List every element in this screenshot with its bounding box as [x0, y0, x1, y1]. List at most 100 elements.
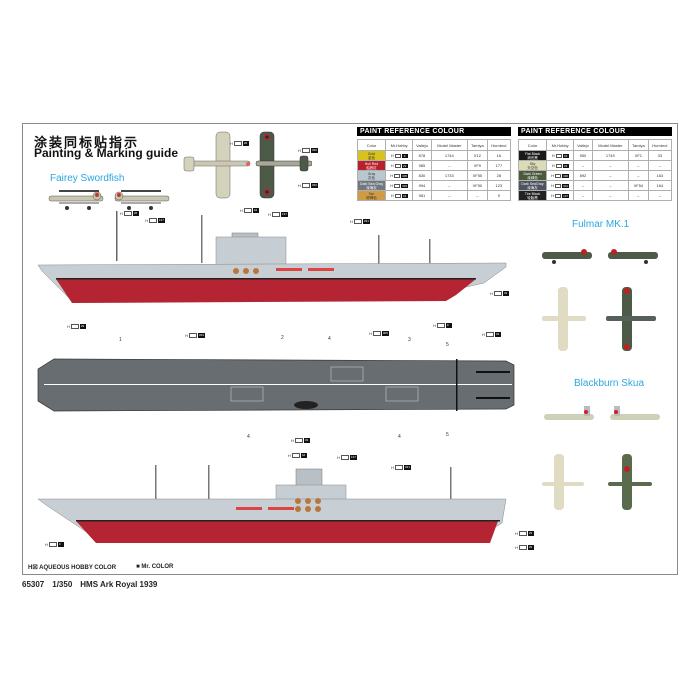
deck-number: 4: [398, 434, 401, 440]
vallejo-value: 994: [412, 180, 432, 191]
humbrol-value: 28: [486, 170, 512, 181]
section-title-swordfish: Fairey Swordfish: [50, 173, 125, 184]
swordfish-top-underside: [183, 131, 251, 199]
kit-scale: 1/350: [52, 580, 73, 589]
col-tamiya: Tamiya: [467, 139, 488, 151]
skua-underside: [542, 454, 584, 510]
tamiya-value: XF54: [628, 180, 649, 191]
swordfish-side-right: [114, 190, 170, 210]
vallejo-value: –: [573, 160, 593, 171]
skua-side-right: [610, 406, 660, 420]
swordfish-side-left: [48, 190, 104, 210]
legend-mr-color: ■ Mr. COLOR: [136, 564, 174, 570]
vallejo-value: –: [573, 190, 593, 201]
kit-code: 65307: [22, 580, 45, 589]
col-color: Color: [518, 139, 547, 151]
section-title-fulmar: Fulmar MK.1: [572, 219, 630, 230]
modelmaster-value: 1749: [591, 150, 630, 161]
vallejo-value: 985: [412, 160, 432, 171]
tamiya-value: –: [628, 170, 649, 181]
modelmaster-value: –: [591, 190, 630, 201]
tamiya-value: –: [467, 190, 488, 201]
col-mrhobby: Mr.Hobby: [384, 139, 414, 151]
swordfish-top-upperside: [255, 131, 312, 199]
title-english: Painting & Marking guide: [34, 146, 179, 160]
skua-side-left: [544, 406, 594, 420]
swordfish-top-views: [183, 131, 312, 199]
col-vallejo: Vallejo: [573, 139, 593, 151]
tamiya-value: XF55: [467, 170, 488, 181]
paint-table-1: PAINT REFERENCE COLOUR Color Mr.Hobby Va…: [357, 127, 512, 201]
modelmaster-value: –: [591, 180, 630, 191]
modelmaster-value: 1733: [430, 170, 469, 181]
fulmar-side-right: [608, 249, 658, 264]
fulmar-side-left: [542, 249, 592, 264]
humbrol-value: 177: [486, 160, 512, 171]
humbrol-value: 33: [647, 150, 673, 161]
vallejo-value: 878: [412, 150, 432, 161]
vallejo-value: 892: [573, 170, 593, 181]
tamiya-value: –: [628, 190, 649, 201]
col-humbrol: Humbrol: [647, 139, 673, 151]
humbrol-value: 123: [486, 180, 512, 191]
humbrol-value: –: [647, 190, 673, 201]
deck-number: 4: [247, 434, 250, 440]
legend-aqueous: H☒ AQUEOUS HOBBY COLOR: [28, 565, 117, 571]
col-mrhobby: Mr.Hobby: [545, 139, 575, 151]
modelmaster-value: –: [591, 170, 630, 181]
modelmaster-value: –: [430, 180, 469, 191]
paint-table-title: PAINT REFERENCE COLOUR: [357, 127, 511, 136]
tamiya-value: X12: [467, 150, 488, 161]
ship-side-view-port: [37, 465, 507, 543]
skua-upperside: [608, 454, 652, 510]
vallejo-value: 981: [412, 190, 432, 201]
vallejo-value: 830: [412, 170, 432, 181]
humbrol-value: 9: [486, 190, 512, 201]
paint-table-2: PAINT REFERENCE COLOUR Color Mr.Hobby Va…: [518, 127, 673, 201]
tamiya-value: XF9: [467, 160, 488, 171]
fulmar-underside: [542, 287, 586, 351]
col-modelmaster: Model Master: [430, 139, 469, 151]
ship-deck-view: [37, 358, 515, 412]
col-vallejo: Vallejo: [412, 139, 432, 151]
modelmaster-value: 1744: [430, 150, 469, 161]
ship-side-view-starboard: [37, 211, 507, 303]
deck-number: 1: [119, 337, 122, 343]
swordfish-side-views: [48, 190, 170, 210]
